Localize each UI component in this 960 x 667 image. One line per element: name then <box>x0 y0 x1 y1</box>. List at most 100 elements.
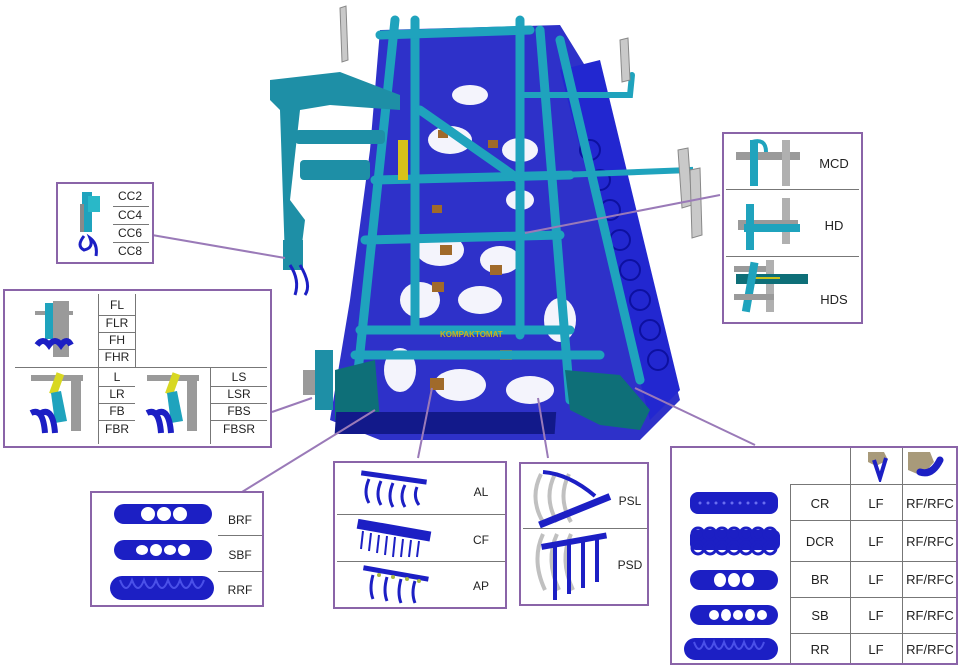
front-beam <box>334 412 557 434</box>
callout-front-roller-options: BRF SBF RRF <box>90 491 264 607</box>
front-label-lr: LR <box>109 387 125 401</box>
disc-thumbnail-hds <box>734 260 808 313</box>
divider <box>902 448 903 663</box>
lf-scraper-icon <box>868 452 888 482</box>
front-label-flr: FLR <box>105 316 129 330</box>
divider <box>98 294 99 444</box>
levelling-label-psl: PSL <box>618 494 642 508</box>
rear-roller-thumbnail-sb <box>690 605 778 625</box>
top-link-spring <box>398 140 408 180</box>
roller-thumbnail-brf <box>114 504 212 524</box>
tine-label-ap: AP <box>472 579 489 593</box>
divider <box>790 520 956 521</box>
front-roller-label-brf: BRF <box>228 513 252 527</box>
callout-levelling-options: PSL PSD <box>519 462 649 606</box>
headstock <box>270 72 400 260</box>
divider <box>135 294 136 367</box>
rear-roller-rr: RR <box>810 642 830 657</box>
rear-roller-rr-lf: LF <box>868 642 884 657</box>
rear-roller-thumbnail-dcr <box>690 526 780 556</box>
machine-brand-label: KOMPAKTOMAT <box>440 330 503 339</box>
front-label-fb: FB <box>109 404 125 418</box>
side-discs <box>339 5 703 239</box>
front-label-ls: LS <box>231 370 247 384</box>
tine-thumbnail-ap <box>362 565 429 604</box>
divider <box>211 403 267 404</box>
roller-thumbnail-sbf <box>114 540 212 560</box>
callout-connectors <box>151 194 756 493</box>
callout-tine-options: AL CF AP <box>333 461 507 609</box>
rear-roller-cr: CR <box>810 496 830 511</box>
tine-label-cf: CF <box>473 533 489 547</box>
rear-roller-br: BR <box>810 572 830 587</box>
divider <box>211 386 267 387</box>
rear-roller-br-lf: LF <box>868 572 884 587</box>
front-levelling-thumbnail-l <box>29 372 83 434</box>
divider <box>113 206 149 207</box>
front-label-fbs: FBS <box>227 404 251 418</box>
divider <box>99 386 135 387</box>
rear-roller-thumbnail-br <box>690 570 778 590</box>
divider <box>523 528 647 529</box>
divider <box>99 332 135 333</box>
main-frame <box>350 15 645 405</box>
front-label-l: L <box>113 370 121 384</box>
front-label-fl: FL <box>109 298 124 312</box>
tine-thumbnail-al <box>360 470 427 508</box>
rear-roller-dcr: DCR <box>805 534 835 549</box>
front-label-fh: FH <box>109 333 125 347</box>
rear-roller-dcr-lf: LF <box>868 534 884 549</box>
rear-roller-sb-lf: LF <box>868 608 884 623</box>
front-label-fbr: FBR <box>105 422 129 436</box>
divider <box>99 420 135 421</box>
disc-thumbnail-mcd <box>736 139 800 186</box>
rear-roller-br-rf: RF/RFC <box>906 572 954 587</box>
divider <box>726 256 859 257</box>
levelling-thumbnail-psl <box>533 470 612 528</box>
front-label-fbsr: FBSR <box>222 422 255 436</box>
callout-side-disc-options: MCD HD HDS <box>722 132 863 324</box>
levelling-thumbnail-psd <box>535 532 608 600</box>
divider <box>337 514 505 515</box>
disc-label-hd: HD <box>824 218 844 233</box>
divider <box>218 571 262 572</box>
divider <box>337 561 505 562</box>
disc-label-mcd: MCD <box>819 156 849 171</box>
divider <box>211 420 267 421</box>
front-levelling-units <box>283 240 333 410</box>
hitch-label-cc4: CC4 <box>117 208 142 222</box>
front-roller-label-sbf: SBF <box>228 548 252 562</box>
divider <box>726 189 859 190</box>
hitch-label-cc6: CC6 <box>117 226 142 240</box>
rear-roller-dcr-rf: RF/RFC <box>906 534 954 549</box>
divider <box>99 403 135 404</box>
section-divider <box>15 367 267 368</box>
front-levelling-thumbnail-top <box>34 301 74 357</box>
hitch-thumbnail <box>78 192 100 257</box>
rear-roller-cr-lf: LF <box>868 496 884 511</box>
rear-roller-rr-rf: RF/RFC <box>906 642 954 657</box>
front-label-fhr: FHR <box>104 350 130 364</box>
divider <box>790 484 956 485</box>
tine-label-al: AL <box>473 485 489 499</box>
divider <box>790 484 791 663</box>
front-label-lsr: LSR <box>227 387 251 401</box>
divider <box>113 242 149 243</box>
divider <box>210 368 211 444</box>
disc-label-hds: HDS <box>820 292 848 307</box>
front-roller-label-rrf: RRF <box>227 583 253 597</box>
hitch-label-cc2: CC2 <box>117 189 142 203</box>
divider <box>113 224 149 225</box>
rear-roller-thumbnail-rr <box>684 638 778 660</box>
front-levelling-thumbnail-ls <box>145 372 199 434</box>
hitch-label-cc8: CC8 <box>117 244 142 258</box>
callout-rear-roller-options: CR LF RF/RFC DCR LF RF/RFC BR LF RF/RFC … <box>670 446 958 665</box>
divider <box>99 349 135 350</box>
tine-thumbnail-cf <box>356 518 432 558</box>
rf-scraper-icon <box>908 452 944 477</box>
divider <box>790 633 956 634</box>
levelling-label-psd: PSD <box>617 558 643 572</box>
callout-front-levelling-options: FL FLR FH FHR L LR FB FBR LS LSR FBS FBS… <box>3 289 272 448</box>
roller-thumbnail-rrf <box>110 576 214 600</box>
